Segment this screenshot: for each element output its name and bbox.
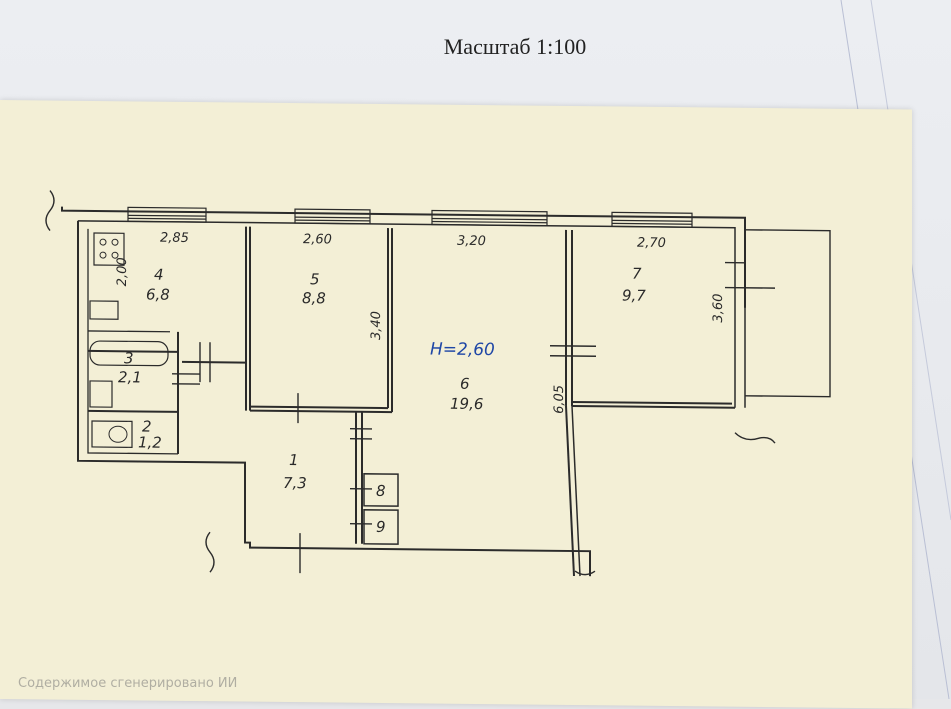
room-2-area: 1,2 — [138, 433, 162, 451]
balcony — [745, 230, 830, 397]
room-8-number: 8 — [376, 482, 386, 500]
ceiling-height-label: H=2,60 — [430, 340, 495, 361]
dim-room6-width: 3,20 — [457, 234, 486, 249]
dim-room5-width: 2,60 — [303, 232, 332, 247]
room-1-number: 1 — [289, 451, 299, 469]
room-7-number: 7 — [632, 265, 642, 283]
room-4-number: 4 — [154, 266, 164, 284]
room-5-area: 8,8 — [302, 289, 326, 307]
room-4-area: 6,8 — [146, 286, 170, 304]
scale-title: Масштаб 1:100 — [0, 34, 951, 60]
room-5-number: 5 — [310, 270, 320, 288]
floor-plan: 2,85 2,60 3,20 2,70 2,00 3,40 6,05 3,60 … — [0, 100, 912, 709]
ai-watermark: Содержимое сгенерировано ИИ — [18, 676, 237, 691]
room-1-area: 7,3 — [283, 474, 307, 492]
dim-room4-depth: 2,00 — [115, 257, 130, 286]
dim-room7-depth: 3,60 — [711, 293, 726, 322]
dim-room6-depth: 6,05 — [552, 385, 567, 414]
dim-room4-width: 2,85 — [160, 231, 189, 246]
room-3-number: 3 — [124, 349, 134, 367]
dim-room7-width: 2,70 — [637, 236, 666, 251]
room-6-number: 6 — [460, 375, 470, 393]
room-9-number: 9 — [376, 518, 386, 536]
plan-paper: 2,85 2,60 3,20 2,70 2,00 3,40 6,05 3,60 … — [0, 100, 912, 709]
dim-room5-depth: 3,40 — [369, 311, 384, 340]
room-6-area: 19,6 — [450, 395, 483, 413]
toilet-fixture — [92, 421, 132, 447]
room-3-area: 2,1 — [118, 368, 142, 386]
room-7-area: 9,7 — [622, 287, 646, 305]
